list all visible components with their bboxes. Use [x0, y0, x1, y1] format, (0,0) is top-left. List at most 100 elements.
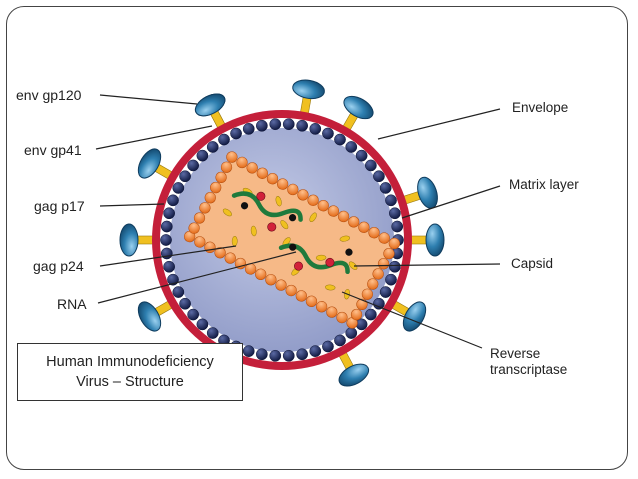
leader-reverse-transcriptase	[341, 291, 483, 349]
capsid-bead	[236, 156, 248, 169]
capsid-protein	[222, 208, 232, 217]
slide-frame	[6, 6, 628, 470]
capsid-bead	[199, 202, 211, 214]
matrix-bead	[172, 286, 185, 298]
capsid-bead	[256, 167, 269, 179]
matrix-bead	[345, 141, 358, 153]
leader-env-gp41	[95, 125, 213, 150]
capsid-protein	[231, 235, 238, 247]
capsid-bead	[367, 278, 379, 290]
matrix-bead	[296, 348, 308, 361]
label-env-gp120: env gp120	[16, 87, 82, 103]
matrix-bead	[365, 159, 377, 172]
protein-dot	[240, 202, 249, 210]
capsid-bead	[317, 200, 329, 212]
matrix-bead	[334, 334, 346, 347]
capsid-bead	[255, 268, 267, 280]
label-rna: RNA	[57, 296, 87, 312]
capsid-bead	[297, 189, 309, 201]
spike-head	[137, 301, 162, 332]
matrix-bead	[373, 170, 385, 183]
capsid-bead	[275, 279, 287, 291]
protein-dot	[345, 248, 353, 256]
matrix-bead	[355, 318, 368, 331]
label-envelope: Envelope	[512, 100, 569, 115]
label-env-gp41: env gp41	[24, 142, 82, 158]
matrix-bead	[172, 182, 185, 194]
capsid-bead	[388, 237, 401, 250]
matrix-bead	[242, 345, 255, 357]
label-gag-p24: gag p24	[33, 258, 84, 274]
capsid-bead	[194, 236, 206, 248]
title-box: Human Immunodeficiency Virus – Structure	[17, 343, 243, 401]
spike-head	[338, 363, 370, 387]
protein-dot	[288, 214, 297, 222]
capsid-protein	[309, 212, 317, 222]
matrix-bead	[309, 345, 322, 357]
title-line-2: Virus – Structure	[76, 374, 184, 390]
capsid-bead	[285, 284, 297, 297]
capsid-bead	[327, 205, 340, 217]
label-reverse: Reverse	[490, 346, 541, 361]
matrix-bead	[256, 348, 268, 361]
matrix-bead	[379, 286, 392, 298]
matrix-bead	[282, 349, 295, 362]
capsid-bead	[224, 252, 236, 264]
spike-head	[417, 176, 438, 209]
matrix-bead	[256, 119, 268, 132]
capsid-protein	[339, 235, 351, 242]
capsid-bead	[193, 212, 206, 224]
spike-9	[137, 148, 178, 182]
capsid-bead	[295, 290, 307, 302]
capsid-bead	[372, 268, 384, 280]
spike-head	[194, 93, 226, 117]
capsid-bead	[348, 216, 360, 228]
spike-head	[137, 148, 162, 179]
matrix-bead	[296, 119, 308, 132]
matrix-bead	[167, 194, 179, 207]
leader-capsid	[353, 263, 501, 267]
capsid-bead	[305, 295, 318, 307]
capsid-bead	[204, 192, 216, 204]
label-transcriptase: transcriptase	[490, 362, 568, 377]
matrix-bead	[389, 207, 401, 220]
matrix-bead	[163, 207, 175, 220]
matrix-bead	[389, 260, 401, 273]
capsid-bead	[378, 232, 390, 244]
matrix-bead	[365, 308, 377, 321]
leader-rna	[97, 251, 297, 304]
matrix-bead	[282, 118, 295, 131]
capsid-bead	[277, 178, 289, 190]
capsid-protein	[275, 196, 282, 207]
capsid-protein	[348, 261, 358, 270]
matrix-bead	[385, 273, 397, 286]
capsid-bead	[226, 151, 238, 163]
capsid-bead	[336, 311, 348, 324]
matrix-bead	[163, 260, 175, 273]
capsid-protein	[315, 254, 327, 261]
reverse-transcriptase-dot	[267, 222, 277, 232]
matrix-bead	[206, 327, 219, 339]
matrix-bead	[196, 149, 209, 162]
matrix-bead	[309, 123, 322, 135]
matrix-bead	[242, 123, 255, 135]
label-capsid: Capsid	[511, 256, 554, 271]
capsid-shape	[183, 151, 401, 329]
capsid-bead	[307, 194, 319, 206]
matrix-bead	[322, 127, 334, 140]
protein-dot	[289, 243, 297, 251]
label-leader-lines	[95, 94, 501, 349]
leader-gag-p24	[99, 245, 237, 267]
matrix-bead	[230, 127, 242, 140]
capsid-bead	[358, 221, 370, 233]
matrix-bead	[379, 182, 392, 194]
matrix-bead	[160, 220, 173, 233]
capsid-protein	[280, 220, 289, 230]
spike-head	[425, 223, 445, 257]
capsid-bead	[315, 301, 328, 313]
matrix-bead	[206, 141, 219, 153]
capsid-protein	[250, 225, 257, 237]
capsid-bead	[215, 171, 227, 184]
